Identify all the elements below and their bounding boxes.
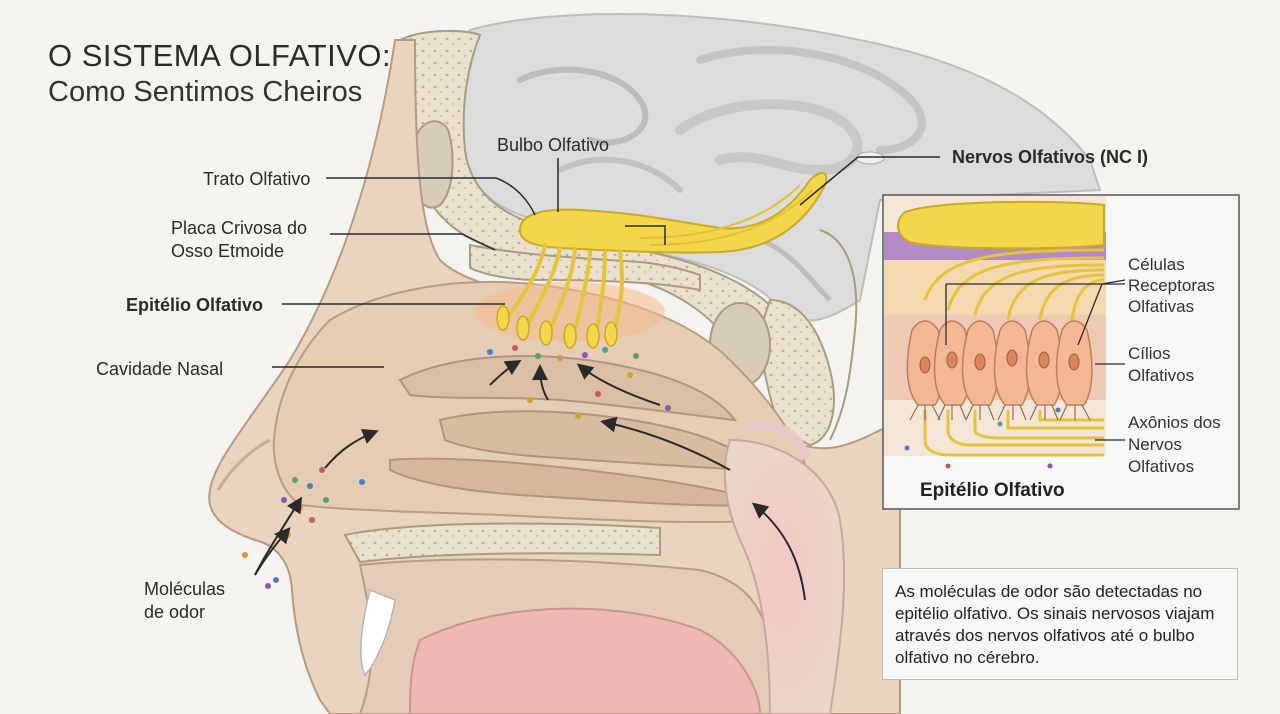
label-moleculas-2: de odor (144, 602, 206, 622)
label-placa-crivosa-1: Placa Crivosa do (171, 218, 308, 238)
inset-title: Epitélio Olfativo (920, 480, 1065, 501)
inset-epithelium-detail (882, 194, 1240, 510)
label-moleculas-1: Moléculas (144, 579, 226, 599)
diagram-subtitle: Como Sentimos Cheiros (48, 76, 363, 108)
inset-label-axonios-3: Olfativos (1128, 457, 1195, 476)
inset-label-axonios-1: Axônios dos (1128, 413, 1221, 432)
inset-label-celulas-2: Receptoras (1128, 276, 1215, 295)
airflow-arrows (254, 359, 806, 601)
label-bulbo-olfativo: Bulbo Olfativo (497, 135, 610, 155)
inset-label-axonios-2: Nervos (1128, 435, 1182, 454)
cribriform-plate (469, 243, 701, 292)
diagram-title: O SISTEMA OLFATIVO: (48, 38, 392, 73)
inset-label-celulas-1: Células (1128, 255, 1185, 274)
label-trato-olfativo: Trato Olfativo (203, 169, 311, 189)
label-placa-crivosa-2: Osso Etmoide (171, 241, 285, 261)
nasal-cavity (272, 280, 812, 524)
odor-molecules (242, 345, 671, 589)
leader-lines (272, 156, 940, 368)
label-nervos-olfativos: Nervos Olfativos (NC I) (952, 147, 1149, 167)
receptor-endings (496, 305, 618, 349)
hard-palate (343, 522, 771, 714)
inset-label-cilios-1: Cílios (1128, 344, 1171, 363)
label-epitelio-olfativo: Epitélio Olfativo (126, 295, 264, 315)
label-cavidade-nasal: Cavidade Nasal (96, 359, 224, 379)
olfactory-bulb-and-tract (518, 172, 828, 254)
inset-label-cilios-2: Olfativos (1128, 366, 1195, 385)
brain (453, 13, 1102, 322)
explanation-note: As moléculas de odor são detectadas no e… (882, 568, 1238, 680)
inset-label-celulas-3: Olfativas (1128, 297, 1195, 316)
